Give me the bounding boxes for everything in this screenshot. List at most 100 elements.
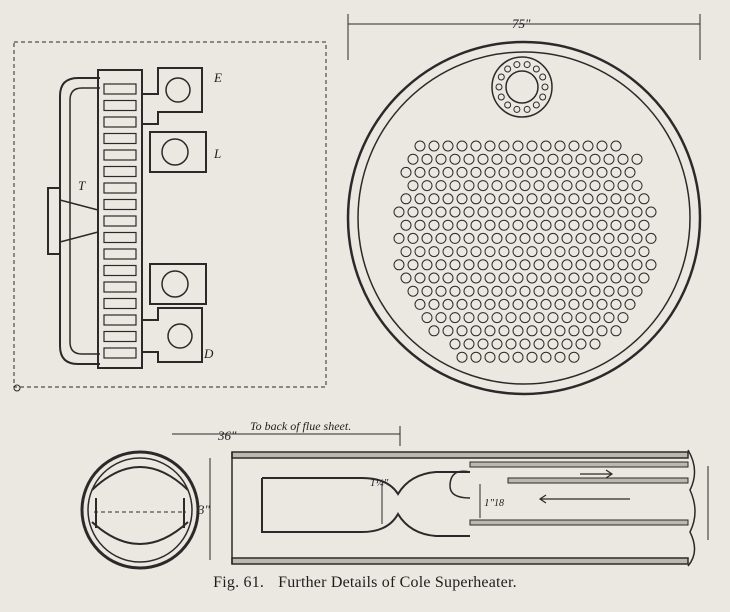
flue-hole [491,206,503,218]
side-view: T E L D [13,41,327,392]
elbow-E-port [165,77,191,103]
flue-hole [470,351,482,363]
flue-wall-top [231,451,689,459]
elbow-D-port [167,323,193,349]
section-view: 36" To back of flue sheet. 3" 1¼" 1" 18 [80,419,709,570]
flue-hole [435,232,447,244]
flue-hole [505,285,517,297]
flue-hole [505,206,517,218]
flue-hole [526,246,538,258]
flue-hole [554,246,566,258]
flue-hole [435,312,447,324]
flue-hole [519,259,531,271]
flue-hole [442,166,454,178]
dome-flange [491,56,553,118]
flue-hole [414,193,426,205]
flue-hole [554,325,566,337]
flue-hole [407,232,419,244]
element-tube [103,297,137,310]
flue-hole [547,312,559,324]
flue-hole [582,166,594,178]
flue-hole [631,180,643,192]
flue-hole [512,298,524,310]
flue-hole [568,351,580,363]
flue-hole [610,246,622,258]
flue-hole [568,272,580,284]
nozzle-flange [47,187,61,255]
flue-hole [449,180,461,192]
dome-bolt-ring [495,61,549,113]
flue-hole [449,153,461,165]
flue-hole [596,219,608,231]
flue-hole [533,285,545,297]
plate-outer-edge [346,40,702,396]
flue-hole [456,193,468,205]
flue-hole [547,232,559,244]
flue-hole [491,180,503,192]
flue-hole [547,285,559,297]
flue-hole [617,153,629,165]
flue-hole [568,219,580,231]
flue-hole [505,312,517,324]
flue-hole [407,153,419,165]
flue-hole [582,140,594,152]
flue-hole [449,232,461,244]
flue-hole [540,219,552,231]
flue-hole [428,193,440,205]
tube-end-inner [87,457,193,563]
flue-hole [554,193,566,205]
flue-hole [442,272,454,284]
flue-hole [463,312,475,324]
side-view-outline [13,41,327,388]
flue-hole [484,219,496,231]
flue-hole [533,338,545,350]
flue-hole [470,246,482,258]
flue-hole [631,153,643,165]
flue-hole [512,351,524,363]
flue-hole [582,193,594,205]
plate-inner-edge [357,51,691,385]
return-pipe-inner [69,87,100,355]
flue-hole [554,140,566,152]
flue-hole [498,166,510,178]
nozzle-throat [59,199,99,243]
flue-hole [407,206,419,218]
flue-hole [449,285,461,297]
tube-dim2-label: 18 [494,498,504,509]
flue-hole [414,219,426,231]
flue-hole [624,272,636,284]
flue-hole [603,153,615,165]
flue-hole [519,206,531,218]
flue-hole [617,180,629,192]
flue-hole [449,338,461,350]
bolt-hole [513,61,521,69]
flue-hole [477,232,489,244]
flue-hole [428,246,440,258]
element-tube [103,248,137,260]
flue-hole [477,338,489,350]
flue-hole [407,285,419,297]
flue-hole [638,272,650,284]
element-hook [449,470,471,499]
flue-hole [631,206,643,218]
flue-hole [596,140,608,152]
element-tube [103,182,137,194]
flue-hole [568,140,580,152]
flue-hole [484,325,496,337]
flue-hole [505,338,517,350]
flue-hole [498,140,510,152]
flue-hole-pattern [393,140,657,363]
flue-hole [421,180,433,192]
flue-hole [631,232,643,244]
flue-hole [435,285,447,297]
flue-hole [505,259,517,271]
flue-hole [589,259,601,271]
flue-hole [582,325,594,337]
flue-hole [568,298,580,310]
flue-hole [400,193,412,205]
end-view-arc-top [91,466,189,491]
flue-hole [407,180,419,192]
flue-hole [617,206,629,218]
flue-hole [561,180,573,192]
